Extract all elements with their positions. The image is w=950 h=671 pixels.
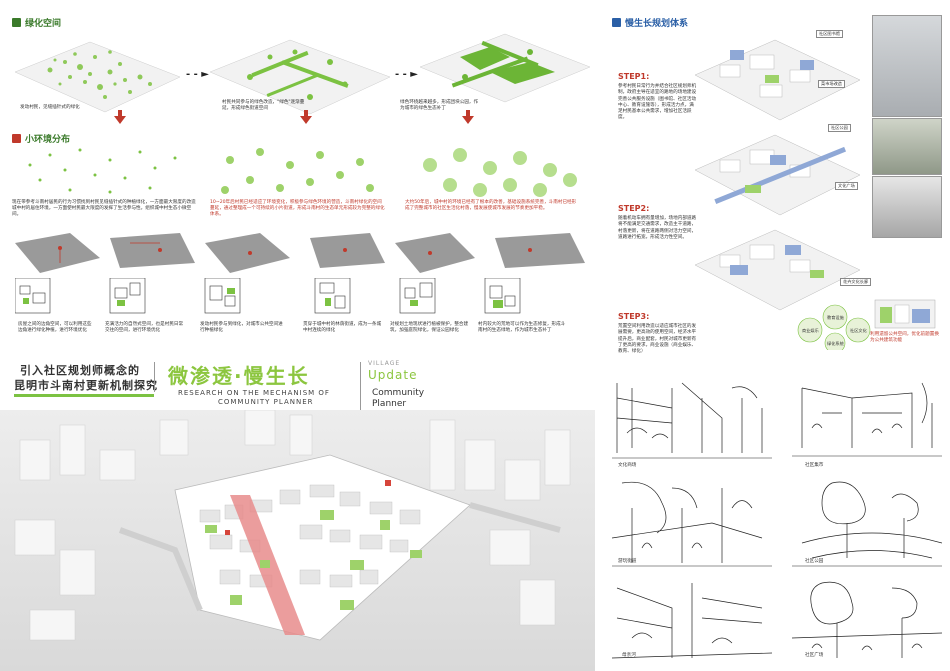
bubble-label: 商业娱乐	[802, 327, 819, 334]
down-arrow-icon	[114, 110, 126, 124]
bottom-caption-5: 对规划土地现状进行植被保护，整合建筑，加强庭院绿化，保证公园绿化	[390, 322, 469, 333]
progress-arrow-2: - - ►	[395, 69, 418, 80]
title-slogan: 微渗透·慢生长	[168, 364, 310, 388]
green-space-heading: 绿化空间	[12, 16, 61, 29]
label-market: 菜市场改造	[818, 80, 845, 88]
growth-system-heading: 慢生长规划体系	[612, 16, 688, 29]
site-plans	[15, 233, 585, 273]
section-icon	[12, 18, 21, 27]
green-space-title: 绿化空间	[25, 19, 62, 29]
title-divider-2	[360, 362, 361, 410]
photo-plaza	[872, 176, 942, 238]
growth-stage-drawings	[694, 39, 861, 311]
micro-caption-2: 10~20年后村民已经适应了环境变化，积极参与绿色环境的营造，斗南村绿化的空间蔓…	[210, 200, 385, 217]
sketch-community-park	[792, 481, 942, 567]
down-arrow-icon	[462, 110, 474, 124]
bottom-caption-4: 贯穿于城中村的林荫街道，成为一条城中村连续的绿化	[303, 322, 382, 333]
bottom-caption-2: 充满活力的自然式空间，也是村民日常交往的空间，进行环境优化	[105, 322, 184, 333]
progress-arrow-1: - - ►	[186, 69, 209, 80]
micro-env-heading: 小环境分布	[12, 132, 70, 145]
step-2-text: 随着机动车拥有量增加，场地内部道路将不能满足交通需求，改造主干道路，村落更新，将…	[618, 216, 697, 240]
photo-market	[872, 118, 942, 175]
title-en-sub2: COMMUNITY PLANNER	[218, 398, 314, 406]
down-arrow-icon	[300, 110, 312, 124]
micro-caption-3: 大约50年后，城中村的环境已经有了根本的改善，基础设施系统完善，斗南村已经形成了…	[405, 200, 577, 211]
green-caption-1: 发动村民，见缝插针式的绿化	[20, 105, 80, 110]
sketch-play-street	[612, 481, 772, 567]
site-plan-2	[205, 233, 385, 273]
sketch-label-2: 社区集市	[805, 463, 824, 468]
stage-1-model	[694, 39, 861, 121]
dots-stage-3	[423, 148, 577, 197]
step-2-title: STEP2:	[618, 204, 650, 213]
green-map-stage-2	[209, 39, 391, 115]
stage-3-model	[694, 229, 861, 311]
step-1-text: 参考村民日常行为并结合社区规划师机制，政府主导在适宜的路地的场地建设完善公共服务…	[618, 84, 697, 121]
sketch-label-3: 游玩街道	[618, 559, 637, 564]
right-note: 利用遗留公共空间，优化前题置换为公共建筑功能	[870, 332, 939, 343]
planner-label: Planner	[372, 399, 407, 409]
update-label: Update	[368, 368, 418, 382]
bubble-diagram: 商业娱乐 教育设施 社区文化 绿化系统	[797, 299, 936, 350]
stage-2-model	[694, 134, 861, 216]
green-caption-2: 村民共同参与的绿色改造，"绿色"逐渐蔓延，形成绿色街道空间	[222, 100, 305, 111]
sketch-label-1: 文化商场	[618, 463, 637, 468]
bubble-label: 绿化系统	[827, 340, 844, 347]
title-underline	[14, 394, 154, 397]
bottom-caption-3: 发动村民参与到绿化，对城市公共空间进行种植绿化	[200, 322, 283, 333]
section-icon	[12, 134, 21, 143]
bubble-label: 社区文化	[850, 327, 868, 334]
bottom-caption-1: 房屋之间的边角空间，可以利用这些边角进行绿化种植，进行环境优化	[18, 322, 92, 333]
green-map-stage-3	[419, 33, 590, 103]
green-space-maps: - - ► - - ►	[14, 33, 590, 115]
micro-caption-1: 现在带参考斗南村居民的行为习惯找到村民见缝插针式的种植绿化，一方面最大限度的改造…	[12, 200, 196, 217]
village-label: VILLAGE	[368, 360, 401, 367]
title-cn-main: 引入社区规划师概念的	[20, 364, 140, 377]
micro-env-title: 小环境分布	[25, 135, 71, 145]
green-caption-3: 绿色环绕越来越多，形成团块公园，作为城市的绿色生态补丁	[400, 100, 479, 111]
sketch-label-6: 社区广场	[805, 653, 824, 658]
step-1-title: STEP1:	[618, 72, 650, 81]
step-3-title: STEP3:	[618, 312, 650, 321]
aerial-master-plan	[0, 410, 595, 671]
label-plaza: 文化广场	[835, 182, 858, 190]
sketch-mother-river	[612, 583, 773, 659]
community-label: Community	[372, 388, 425, 398]
micro-env-dots	[28, 148, 577, 197]
label-park: 社区公园	[828, 124, 851, 132]
sketch-community-market	[792, 382, 942, 457]
photo-library	[872, 15, 942, 117]
sketch-gallery	[612, 382, 942, 659]
bottom-caption-6: 村内较大的荒地可以作为生态修复，形成斗南村的生态绿地，作为城市生态补丁	[478, 322, 566, 333]
label-library: 社区图书馆	[816, 30, 843, 38]
detail-boxes	[15, 278, 521, 314]
sketch-label-5: 母亲河	[622, 653, 636, 658]
growth-system-title: 慢生长规划体系	[625, 19, 689, 29]
green-map-stage-1	[14, 41, 181, 113]
step-3-text: 荒置空间利用改造以适应城市社区的发展需要，更高效的使用空间，经济水平提升后，商业…	[618, 324, 697, 355]
label-corridor: 花卉文化长廊	[840, 278, 872, 286]
sketch-label-4: 社区公园	[805, 559, 824, 564]
title-en-sub1: RESEARCH ON THE MECHANISM OF	[178, 389, 330, 397]
title-cn-sub: 昆明市斗南村更新机制探究	[14, 379, 158, 392]
sketch-culture-mall	[612, 382, 772, 459]
dots-stage-2	[221, 148, 374, 194]
bubble-label: 教育设施	[827, 314, 845, 321]
sketch-community-plaza	[791, 581, 942, 658]
dots-stage-1	[28, 148, 177, 194]
title-divider	[154, 362, 155, 392]
site-plan-1	[15, 233, 195, 273]
site-plan-3	[395, 233, 585, 273]
section-icon	[612, 18, 621, 27]
